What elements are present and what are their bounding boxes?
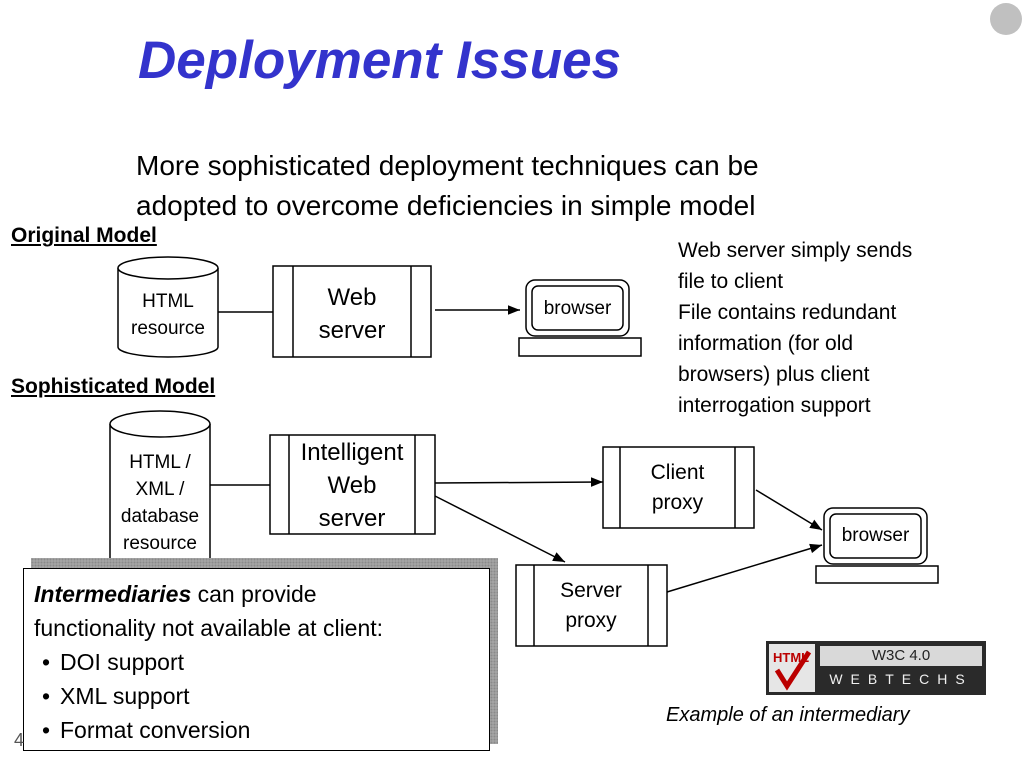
webtechs-logo: HTML W3C 4.0 WEBTECHS: [766, 641, 986, 695]
callout-line: Intermediaries can provide: [34, 581, 317, 607]
arrow-server-proxy-browser: [666, 543, 823, 593]
callout-list: DOI support XML support Format conversio…: [34, 645, 479, 747]
browser-label: browser: [543, 298, 612, 319]
logo-top-text: W3C 4.0: [820, 646, 982, 666]
logo-bottom-text: WEBTECHS: [829, 671, 973, 687]
browser-label: browser: [841, 525, 910, 546]
intelligent-web-server-box: [269, 434, 436, 535]
slide-title: Deployment Issues: [138, 31, 622, 90]
web-server-label: Web server: [318, 284, 386, 344]
intelligent-server-label: Intelligent Web server: [300, 439, 404, 532]
subtitle-line: More sophisticated deployment techniques…: [136, 150, 759, 181]
sophisticated-model-heading: Sophisticated Model: [11, 375, 216, 398]
list-item: DOI support: [60, 645, 479, 679]
html-resource-label: HTML resource: [131, 291, 205, 339]
corner-circle-icon: [990, 3, 1022, 35]
logo-caption: Example of an intermediary: [666, 704, 910, 726]
html-resource-cylinder: [117, 256, 219, 358]
arrow-to-server-proxy: [434, 495, 566, 563]
html-xml-db-cylinder: [109, 410, 211, 571]
list-item: XML support: [60, 679, 479, 713]
list-item: Format conversion: [60, 713, 479, 747]
browser-computer-icon: [518, 279, 642, 357]
page-number: 4: [14, 730, 25, 750]
callout-line: functionality not available at client:: [34, 615, 384, 641]
original-model-heading: Original Model: [11, 224, 157, 247]
notes-text: Web server simply sends file to client F…: [678, 239, 913, 417]
client-proxy-box: [602, 446, 755, 529]
slide-subtitle: More sophisticated deployment techniques…: [136, 146, 759, 226]
html-checkmark-badge: HTML: [769, 644, 815, 692]
server-proxy-label: Server proxy: [560, 579, 622, 632]
web-server-box: [272, 265, 432, 358]
client-proxy-label: Client proxy: [650, 461, 705, 514]
intermediaries-callout: Intermediaries can provide functionality…: [23, 568, 490, 751]
resource-label: HTML / XML / database resource: [120, 452, 200, 554]
checkmark-icon: HTML: [773, 650, 812, 691]
browser-computer-icon: [815, 507, 939, 584]
callout-emphasis: Intermediaries: [34, 581, 192, 607]
arrow-client-proxy-browser: [755, 489, 823, 531]
arrow-to-client-proxy: [434, 477, 604, 487]
subtitle-line: adopted to overcome deficiencies in simp…: [136, 190, 756, 221]
server-proxy-box: [515, 564, 668, 647]
